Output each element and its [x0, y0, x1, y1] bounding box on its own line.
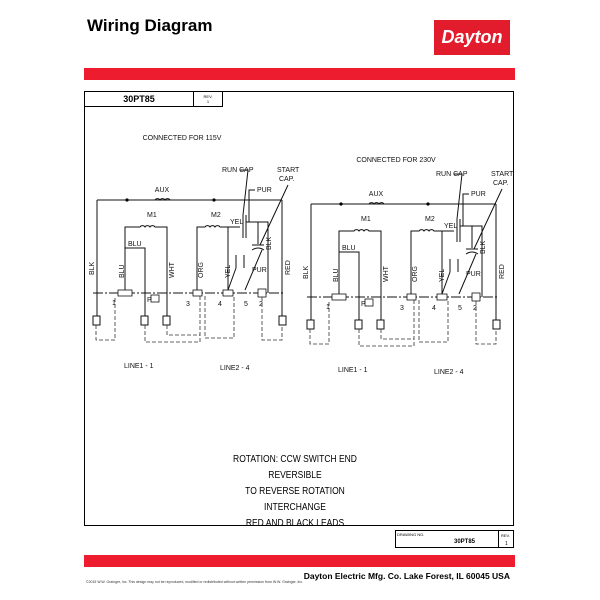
m1-winding [338, 229, 382, 322]
capacitor-icon [456, 219, 483, 297]
aux-label: AUX [155, 187, 170, 194]
blk-label: BLK [89, 261, 96, 275]
rotation-line-2: TO REVERSE ROTATION INTERCHANGE [245, 486, 345, 513]
start-label: START [277, 167, 300, 174]
line1-label: LINE1 - 1 [338, 367, 368, 374]
blk-cap-label: BLK [480, 240, 487, 254]
m1-label: M1 [147, 212, 157, 219]
copyright-notice: ©2015 W.W. Grainger, Inc. This design ma… [86, 580, 304, 584]
wht-label: WHT [169, 261, 176, 278]
m2-winding [196, 225, 240, 293]
blu-vertical-label: BLU [119, 264, 126, 278]
rotation-note: ROTATION: CCW SWITCH END REVERSIBLE TO R… [214, 452, 376, 532]
dayton-logo: Dayton [434, 20, 510, 55]
m1-winding [124, 225, 168, 318]
terminal-3: 3 [400, 305, 404, 312]
line2-label: LINE2 - 4 [434, 369, 464, 376]
drawing-number-box: DRAWING NO. 30PT85 [395, 530, 499, 548]
m2-winding [410, 229, 454, 297]
terminal-5: 5 [244, 301, 248, 308]
connector-icon [354, 319, 363, 330]
diagram-115v: CONNECTED FOR 115V AUX BLK RED M1 BLU BL… [89, 135, 300, 372]
rev-box: REV.1 [193, 91, 223, 107]
drawing-rev-label: REV. [501, 533, 510, 538]
drawing-rev-box: REV. 1 [498, 530, 514, 548]
blk-label: BLK [303, 265, 310, 279]
terminal-5: 5 [458, 305, 462, 312]
pur-label: PUR [471, 191, 486, 198]
wht-label: WHT [383, 265, 390, 282]
connector-icon [306, 319, 315, 330]
terminal-1: 1 [326, 304, 330, 311]
line1-label: LINE1 - 1 [124, 363, 154, 370]
terminal-p: P [361, 301, 366, 308]
drawing-rev: 1 [505, 541, 508, 547]
diagram-title: CONNECTED FOR 230V [356, 157, 436, 164]
cap-label: CAP. [493, 180, 508, 187]
yel-vertical-label: YEL [225, 265, 232, 278]
cap-label: CAP. [279, 176, 294, 183]
yel-vertical-label: YEL [439, 269, 446, 282]
connector-icon [278, 315, 287, 326]
diagram-230v: CONNECTED FOR 230V AUX BLK RED M1 BLU BL… [303, 157, 514, 376]
company-address: Dayton Electric Mfg. Co. Lake Forest, IL… [303, 571, 510, 581]
connector-icon [92, 315, 101, 326]
yel-label: YEL [444, 223, 457, 230]
top-red-bar [84, 68, 515, 80]
org-label: ORG [412, 266, 419, 282]
rotation-line-1: ROTATION: CCW SWITCH END REVERSIBLE [233, 454, 357, 481]
org-label: ORG [198, 262, 205, 278]
pur-label-2: PUR [466, 271, 481, 278]
capacitor-icon [242, 215, 269, 293]
pur-label: PUR [257, 187, 272, 194]
bottom-red-bar [84, 555, 515, 567]
drawing-number: 30PT85 [454, 539, 476, 545]
m2-label: M2 [211, 212, 221, 219]
blu-label: BLU [128, 241, 142, 248]
terminal-p: P [147, 297, 152, 304]
m1-label: M1 [361, 216, 371, 223]
rev-label: REV. [203, 94, 213, 99]
connector-icon [140, 315, 149, 326]
part-number: 30PT85 [123, 94, 155, 104]
aux-coil-icon [368, 202, 385, 205]
yel-label: YEL [230, 219, 243, 226]
terminal-2: 2 [259, 301, 263, 308]
terminal-1: 1 [112, 300, 116, 307]
aux-coil-icon [154, 198, 171, 201]
aux-label: AUX [369, 191, 384, 198]
terminal-2: 2 [473, 305, 477, 312]
red-label: RED [285, 260, 292, 275]
rotation-line-3: RED AND BLACK LEADS [245, 518, 345, 529]
red-label: RED [499, 264, 506, 279]
drawing-no-label: DRAWING NO. [397, 532, 425, 537]
blu-label: BLU [342, 245, 356, 252]
m2-label: M2 [425, 216, 435, 223]
terminal-4: 4 [432, 305, 436, 312]
connector-icon [162, 315, 171, 326]
diagram-title: CONNECTED FOR 115V [143, 135, 222, 142]
run-cap-label: RUN CAP [222, 167, 254, 174]
blk-cap-label: BLK [266, 236, 273, 250]
blu-vertical-label: BLU [333, 268, 340, 282]
terminal-3: 3 [186, 301, 190, 308]
pur-label-2: PUR [252, 267, 267, 274]
connector-icon [376, 319, 385, 330]
connector-icon [492, 319, 501, 330]
rev-value: 1 [206, 99, 210, 104]
start-label: START [491, 171, 514, 178]
terminal-4: 4 [218, 301, 222, 308]
page-title: Wiring Diagram [87, 16, 213, 35]
drawing-frame [84, 91, 514, 526]
line2-label: LINE2 - 4 [220, 365, 250, 372]
run-cap-label: RUN CAP [436, 171, 468, 178]
